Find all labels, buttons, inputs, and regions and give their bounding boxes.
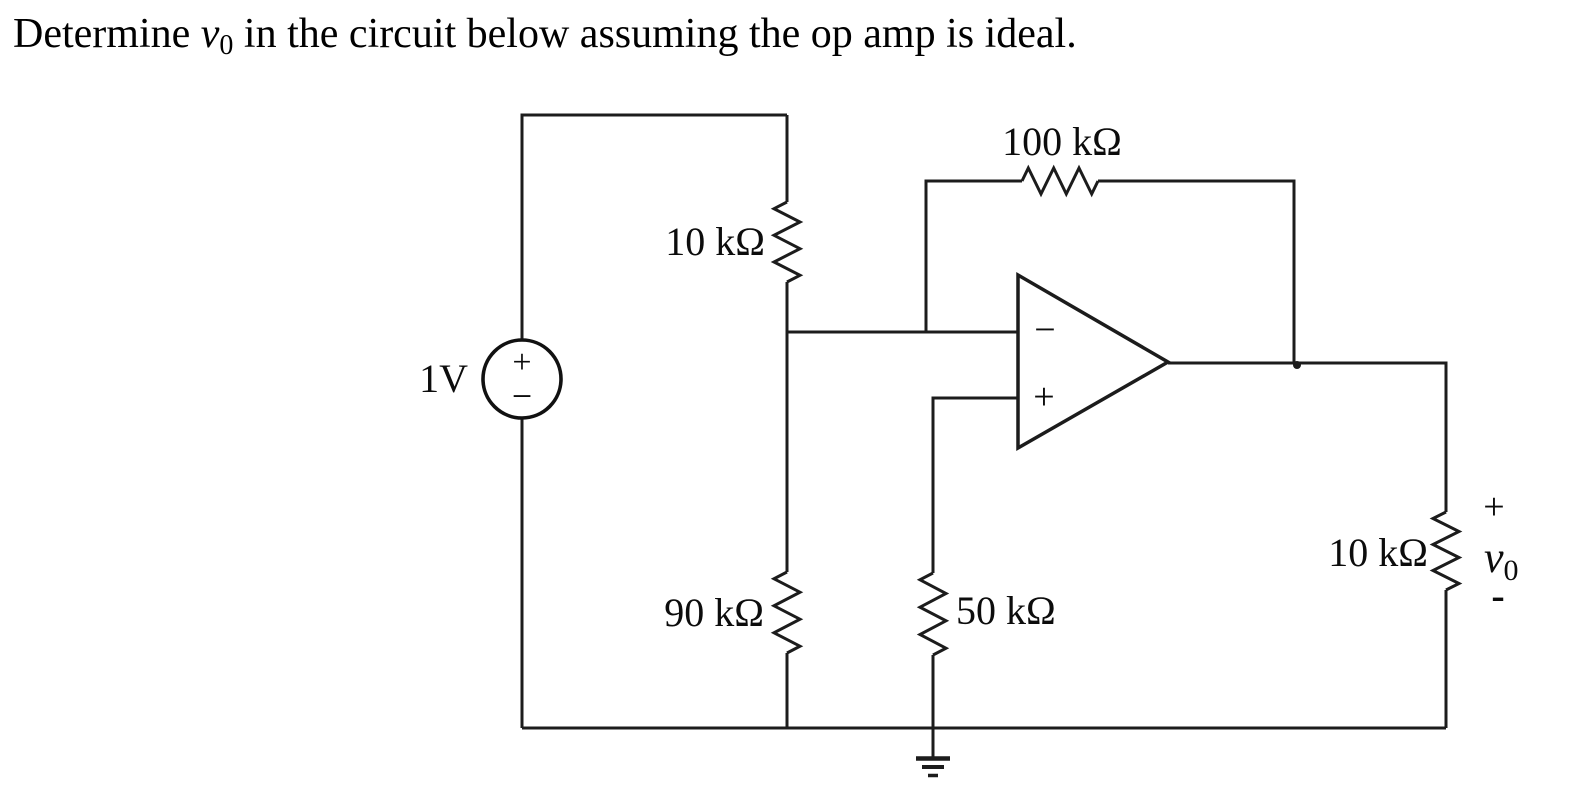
output-plus-label: +: [1483, 486, 1504, 528]
opamp-triangle: [1016, 271, 1172, 452]
opamp-plus-input-label: +: [1033, 376, 1054, 418]
output-v0-var: v: [1484, 533, 1504, 582]
resistor-noninverting-label: 50 kΩ: [956, 588, 1056, 633]
wire-feedback-right: [1098, 179, 1296, 363]
voltage-source-minus: −: [512, 376, 532, 416]
wire-top: [520, 113, 787, 341]
resistor-feedback-label: 100 kΩ: [1002, 119, 1122, 164]
title-var-v: v: [200, 11, 220, 57]
junction-dot: [1293, 361, 1301, 369]
resistor-input-bottom-zigzag: [770, 570, 804, 655]
title-suffix: in the circuit below assuming the op amp…: [233, 11, 1077, 57]
output-v0-subscript: 0: [1504, 554, 1519, 587]
resistor-input-top-label: 10 kΩ: [665, 219, 765, 264]
voltage-source-plus: +: [512, 344, 531, 381]
voltage-source-circle: [481, 338, 563, 420]
voltage-source-label: 1V: [419, 356, 468, 401]
page-title: Determine v0 in the circuit below assumi…: [13, 11, 1077, 62]
resistor-feedback-zigzag: [1020, 164, 1100, 198]
title-var-subscript: 0: [219, 30, 234, 61]
wire-feedback-left: [924, 179, 1022, 332]
opamp-minus-input-label: −: [1034, 309, 1055, 351]
output-v0-label: v0: [1484, 533, 1519, 587]
output-minus-label: -: [1491, 573, 1504, 618]
ground-icon: [916, 756, 950, 778]
resistor-input-top-zigzag: [770, 200, 804, 284]
resistor-input-bottom-label: 90 kΩ: [664, 590, 764, 635]
wire-output: [1168, 361, 1448, 512]
resistor-load-label: 10 kΩ: [1328, 530, 1428, 575]
wire-noninverting-input: [931, 396, 1018, 573]
resistor-noninverting-zigzag: [916, 571, 950, 657]
title-prefix: Determine: [13, 11, 201, 57]
resistor-load-zigzag: [1429, 510, 1463, 592]
